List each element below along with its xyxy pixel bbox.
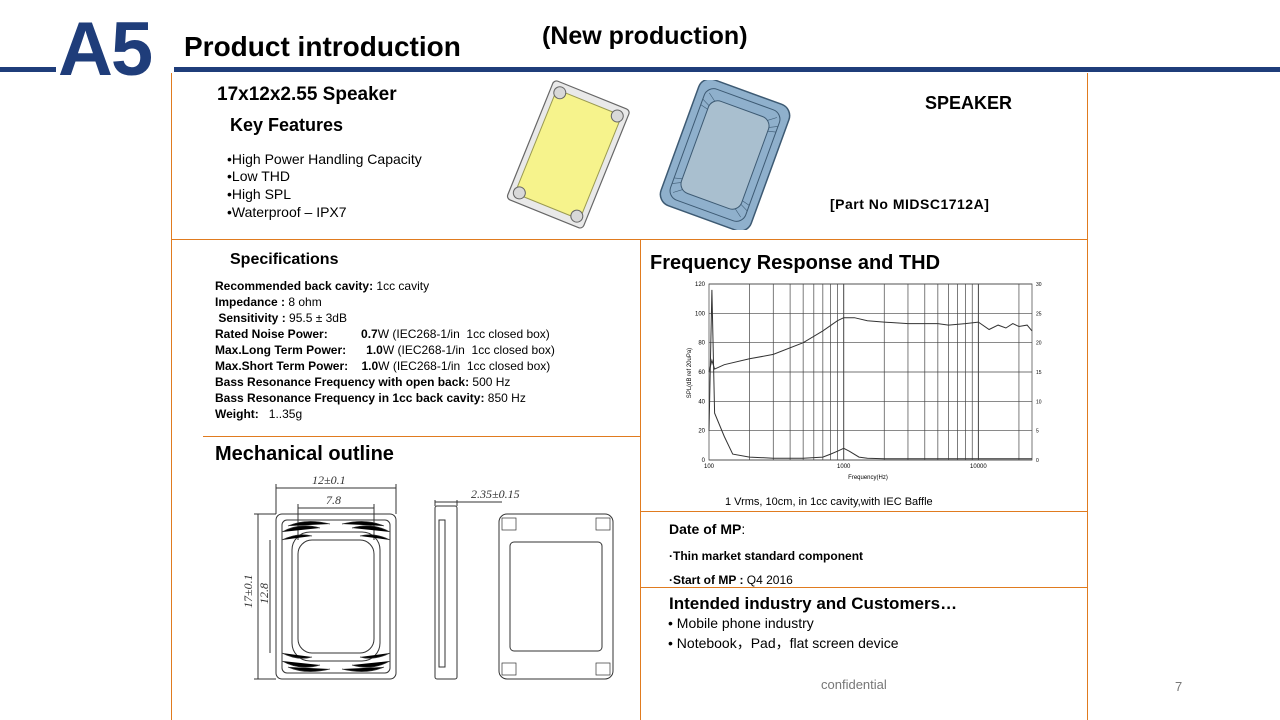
spec-value: 1cc cavity — [373, 279, 430, 293]
part-number: [Part No MIDSC1712A] — [830, 196, 990, 212]
chart-ytick-label: 120 — [695, 282, 706, 288]
mechanical-outline-title: Mechanical outline — [215, 443, 394, 465]
specifications-title: Specifications — [230, 251, 339, 268]
spec-label: Rated Noise Power: — [215, 327, 362, 341]
chart-ytick-label: 80 — [698, 341, 705, 347]
feature-item: •High Power Handling Capacity — [227, 151, 422, 167]
section-label: A5 — [58, 7, 153, 92]
chart-caption: 1 Vrms, 10cm, in 1cc cavity,with IEC Baf… — [725, 496, 933, 508]
spec-value: W (IEC268-1/in 1cc closed box) — [377, 327, 550, 341]
feature-item: •High SPL — [227, 186, 292, 202]
chart-ytick-label: 0 — [702, 458, 706, 464]
feature-item: •Low THD — [227, 168, 290, 184]
chart-y2tick-label: 5 — [1036, 429, 1039, 435]
speaker-back-render — [659, 80, 791, 230]
chart-xtick-label: 1000 — [837, 464, 851, 470]
chart-y2tick-label: 0 — [1036, 458, 1039, 464]
product-name: 17x12x2.55 Speaker — [217, 84, 397, 105]
spec-label: Sensitivity : — [215, 311, 286, 325]
chart-y2tick-label: 30 — [1036, 282, 1042, 288]
spec-value: W (IEC268-1/in 1cc closed box) — [382, 343, 555, 357]
spec-value: 850 Hz — [484, 391, 526, 405]
date-of-mp-label: Date of MP — [669, 521, 742, 537]
chart-y2tick-label: 25 — [1036, 311, 1042, 317]
spec-row: Rated Noise Power: 0.7W (IEC268-1/in 1cc… — [215, 327, 550, 342]
grid-line — [640, 240, 641, 720]
spec-label: Max.Short Term Power: — [215, 359, 362, 373]
chart-ytick-label: 60 — [698, 370, 705, 376]
chart-ytick-label: 40 — [698, 399, 705, 405]
chart-ylabel: SPL(dB ref 20uPa) — [687, 348, 693, 398]
chart-xlabel: Frequency(Hz) — [848, 475, 888, 481]
chart-ytick-label: 20 — [698, 429, 705, 435]
spec-row: Sensitivity : 95.5 ± 3dB — [215, 311, 347, 326]
mp-line: ·Thin market standard component — [669, 549, 864, 563]
chart-y2tick-label: 10 — [1036, 399, 1042, 405]
date-of-mp-colon: : — [741, 521, 746, 537]
confidential-label: confidential — [821, 677, 887, 692]
spec-value-number: 0.7 — [361, 327, 378, 341]
header-bar — [0, 67, 1280, 72]
chart-y2tick-label: 15 — [1036, 370, 1042, 376]
spec-label: Bass Resonance Frequency with open back: — [215, 375, 470, 389]
industry-item: • Mobile phone industry — [668, 615, 814, 631]
chart-xtick-label: 10000 — [970, 464, 987, 470]
spec-row: Bass Resonance Frequency with open back:… — [215, 375, 510, 390]
date-of-mp-title: Date of MP: — [669, 521, 745, 537]
frequency-response-title: Frequency Response and THD — [650, 252, 941, 274]
spec-value: 8 ohm — [285, 295, 322, 309]
spec-value: 500 Hz — [469, 375, 511, 389]
grid-line — [171, 239, 1087, 240]
mp-line: ·Start of MP : Q4 2016 — [669, 573, 793, 587]
spec-value: 95.5 ± 3dB — [285, 311, 347, 325]
chart-series-line-2 — [708, 289, 1032, 460]
chart-y2tick-label: 20 — [1036, 341, 1042, 347]
page-number: 7 — [1175, 679, 1183, 694]
grid-line — [171, 73, 172, 720]
feature-item: •Waterproof – IPX7 — [227, 204, 347, 220]
product-type-label: SPEAKER — [925, 93, 1013, 113]
chart-series-line-1 — [708, 317, 1033, 373]
spec-label: Recommended back cavity: — [215, 279, 374, 293]
dim-inner-width: 7.8 — [326, 493, 341, 507]
dim-width: 12±0.1 — [312, 473, 346, 487]
spec-value: 1..35g — [258, 407, 303, 421]
grid-line — [640, 511, 1087, 512]
spec-label: Bass Resonance Frequency in 1cc back cav… — [215, 391, 485, 405]
spec-row: Max.Long Term Power: 1.0W (IEC268-1/in 1… — [215, 343, 555, 358]
spec-label: Max.Long Term Power: — [215, 343, 367, 357]
grid-line — [203, 436, 640, 437]
mp-start-value: Q4 2016 — [743, 573, 793, 587]
dim-depth: 2.35±0.15 — [471, 487, 520, 501]
spec-row: Weight: 1..35g — [215, 407, 302, 422]
spec-value-number: 1.0 — [361, 359, 379, 373]
industry-title: Intended industry and Customers… — [669, 594, 958, 613]
grid-line — [640, 587, 1087, 588]
spec-label: Impedance : — [215, 295, 286, 309]
page-subtitle: (New production) — [542, 22, 748, 50]
mp-start-label: ·Start of MP : — [669, 573, 744, 587]
speaker-front-render — [506, 80, 630, 229]
spec-label: Weight: — [215, 407, 259, 421]
spec-row: Max.Short Term Power: 1.0W (IEC268-1/in … — [215, 359, 550, 374]
spec-value: W (IEC268-1/in 1cc closed box) — [378, 359, 551, 373]
dim-height: 17±0.1 — [241, 574, 255, 608]
grid-line — [1087, 73, 1088, 720]
dim-inner-height: 12.8 — [257, 583, 271, 604]
spec-row: Recommended back cavity: 1cc cavity — [215, 279, 429, 294]
mechanical-drawing: 12±0.1 7.8 17±0.1 12.8 2.35±0.15 — [241, 473, 614, 680]
page-title: Product introduction — [184, 31, 461, 62]
key-features-title: Key Features — [230, 115, 344, 135]
spec-row: Bass Resonance Frequency in 1cc back cav… — [215, 391, 526, 406]
chart-xtick-label: 100 — [704, 464, 715, 470]
industry-item: • Notebook，Pad，flat screen device — [668, 635, 899, 651]
spec-value-number: 1.0 — [366, 343, 383, 357]
spec-row: Impedance : 8 ohm — [215, 295, 322, 310]
chart-ytick-label: 100 — [695, 311, 706, 317]
header-bar-gap — [56, 66, 174, 73]
